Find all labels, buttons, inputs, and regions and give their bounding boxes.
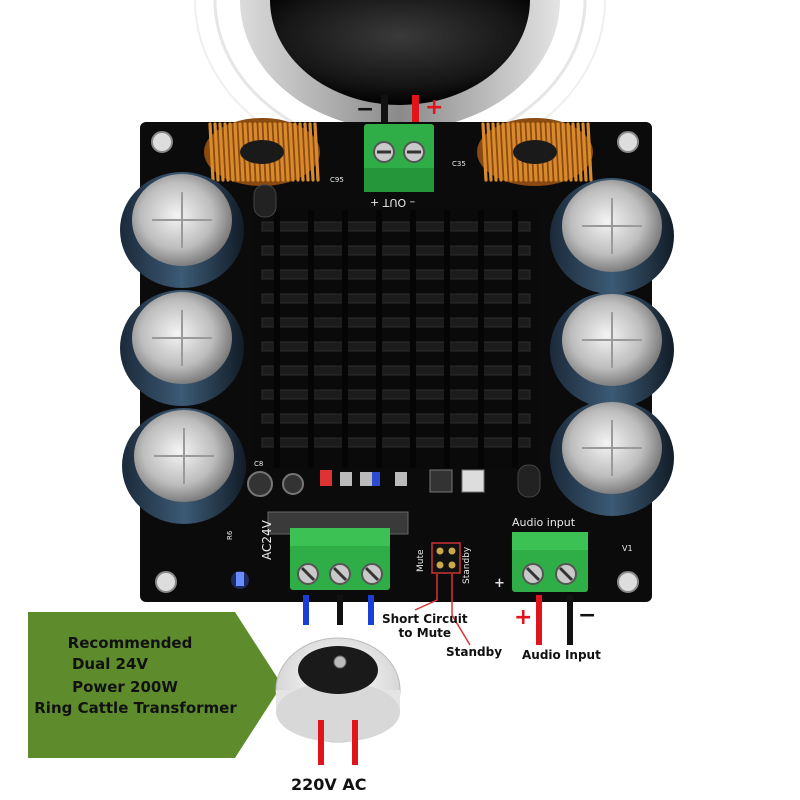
ac-wires [303,595,374,625]
mounting-hole [617,571,639,593]
transformer-voltage-label: 220V AC [291,775,367,794]
mounting-hole [617,131,639,153]
v1-label: V1 [622,544,633,553]
inductor-left [204,118,320,186]
mute-standby-header [431,542,461,574]
ac24v-label: AC24V [260,520,274,560]
speaker-minus-label: − [356,97,375,122]
standby-label: Standby [462,546,472,584]
speaker-plus-label: + [425,95,444,120]
board-plus-label: + [494,576,505,591]
toroidal-transformer [275,637,401,765]
c35-label: C35 [452,160,466,168]
promo-line-2: Dual 24V [71,655,149,673]
speaker [194,0,606,169]
electrolytic-capacitor [122,408,246,524]
electrolytic-capacitor [550,178,674,294]
audio-wires [536,595,573,645]
electrolytic-capacitor [550,400,674,516]
standby-callout: Standby [446,645,503,659]
c8-label: C8 [254,460,264,468]
electrolytic-capacitor [120,172,244,288]
ac-input-terminal [290,528,390,590]
promo-line-3: Power 200W [72,678,178,696]
output-terminal [364,124,434,192]
audio-input-terminal [512,532,588,592]
out-label: – OUT + [370,196,416,209]
short-circuit-callout: Short Circuit to Mute [382,612,468,640]
electrolytic-capacitor [550,292,674,408]
promo-line-1: Recommended [67,634,193,652]
mounting-hole [151,131,173,153]
mute-label: Mute [416,549,426,572]
audio-minus-label: − [578,603,597,628]
speaker-wires [381,95,419,135]
power-led [231,571,249,589]
inductors [204,118,593,186]
c95-label: C95 [330,176,344,184]
mounting-hole [155,571,177,593]
electrolytic-capacitor [120,290,244,406]
heatsink [252,208,540,470]
audio-input-callout: Audio Input [522,648,601,662]
r6-label: R6 [226,530,234,540]
audio-input-header: Audio input [512,516,576,529]
audio-plus-label: + [514,605,533,630]
callout-lines [414,574,471,646]
promo-banner [28,612,282,758]
capacitors [120,172,674,524]
inductor-right [477,118,593,186]
speaker-cone [270,0,530,105]
promo-line-4: Ring Cattle Transformer [34,699,237,717]
